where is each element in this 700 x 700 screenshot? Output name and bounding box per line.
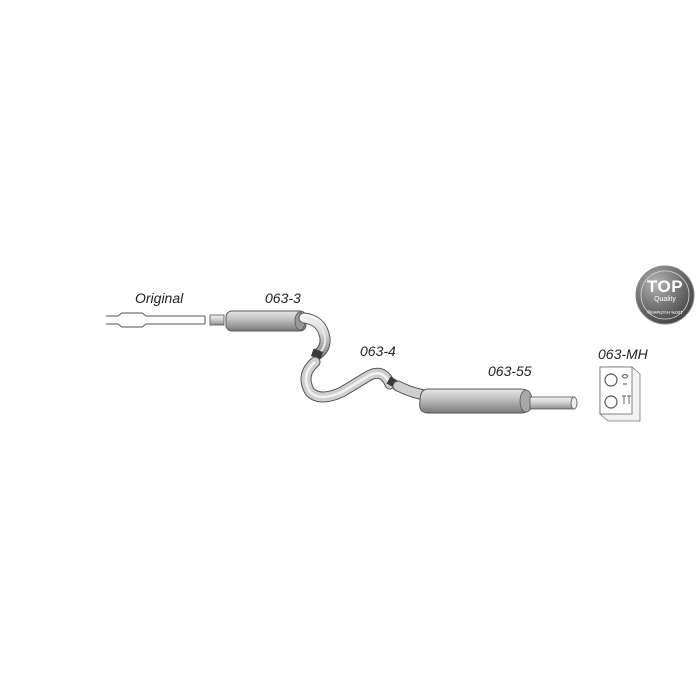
mounting-kit-box-063-MH — [599, 366, 641, 422]
rear-silencer-063-55 — [392, 380, 578, 414]
part-number-label-063-MH: 063-MH — [598, 346, 648, 362]
part-number-label-063-4: 063-4 — [360, 343, 396, 359]
clamp-icon — [604, 395, 618, 409]
original-label: Original — [135, 290, 184, 306]
badge-subtitle: Quality — [654, 296, 676, 303]
middle-pipe-063-4 — [300, 356, 399, 403]
part-number-label-063-55: 063-55 — [488, 363, 532, 379]
front-silencer-063-3 — [209, 310, 331, 360]
hanger-icon — [621, 374, 629, 385]
original-pipe — [106, 312, 206, 328]
clamp-icon — [604, 373, 618, 387]
top-quality-badge-text: TOP Quality 100% Hochwertig — [636, 266, 694, 324]
top-quality-badge — [635, 265, 695, 325]
badge-title: TOP — [646, 277, 684, 296]
part-number-label-063-3: 063-3 — [265, 290, 301, 306]
bolt-icon — [622, 395, 631, 404]
badge-ring-text: 100% Hochwertig — [647, 310, 683, 315]
